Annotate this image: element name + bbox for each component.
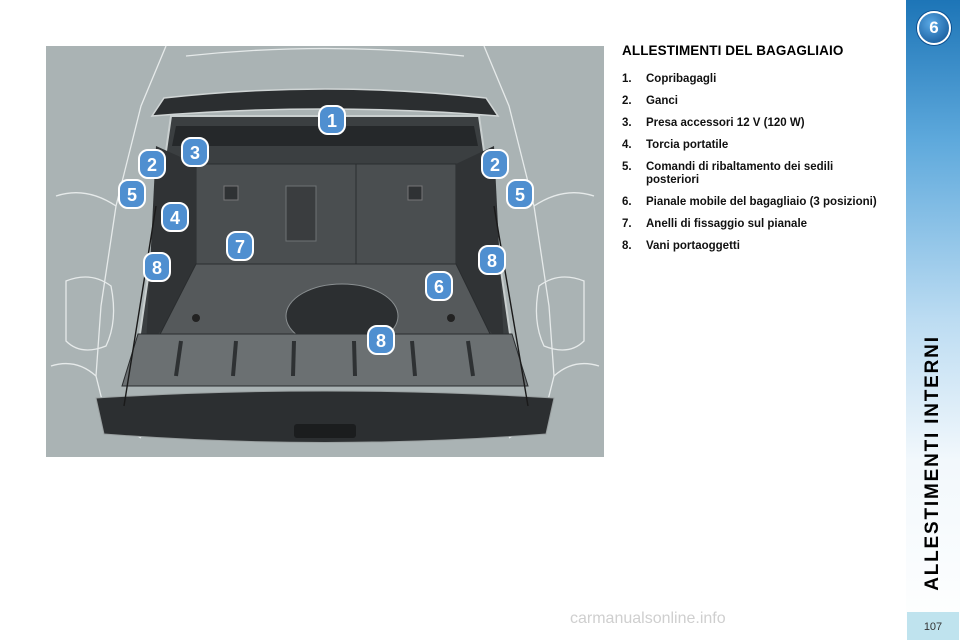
floor-ring: [447, 314, 455, 322]
shelf-shadow: [172, 126, 478, 146]
parcel-shelf: [150, 88, 500, 117]
legend-item: 8. Vani portaoggetti: [622, 240, 882, 253]
legend-number: 6.: [622, 196, 632, 208]
legend-item: 1. Copribagagli: [622, 73, 882, 86]
callout-5-left: 5: [118, 179, 146, 209]
legend-number: 2.: [622, 95, 632, 107]
callout-7: 7: [226, 231, 254, 261]
callout-2-right-label: 2: [490, 155, 500, 175]
legend-label: Vani portaoggetti: [646, 240, 740, 252]
legend-number: 7.: [622, 218, 632, 230]
trunk-illustration: 1 2 3 2 5 4 5 7: [46, 46, 604, 457]
legend-list: 1. Copribagagli 2. Ganci 3. Presa accessori…: [622, 73, 882, 253]
legend-label: Pianale mobile del bagagliaio (3 posizio…: [646, 196, 877, 208]
callout-5-right: 5: [506, 179, 534, 209]
legend-label: Anelli di fissaggio sul pianale: [646, 218, 808, 230]
legend-number: 5.: [622, 161, 632, 173]
legend-number: 3.: [622, 117, 632, 129]
watermark-text: carmanualsonline.info: [570, 610, 726, 627]
callout-3: 3: [181, 137, 209, 167]
seat-latch-right: [407, 185, 423, 201]
callout-2-left: 2: [138, 149, 166, 179]
floor-ring: [192, 314, 200, 322]
callout-5-right-label: 5: [515, 185, 525, 205]
callout-8-left-label: 8: [152, 258, 162, 278]
chapter-title: ALLESTIMENTI INTERNI: [922, 335, 943, 591]
callout-7-label: 7: [235, 237, 245, 257]
seat-latch-left: [223, 185, 239, 201]
legend-item: 4. Torcia portatile: [622, 139, 882, 152]
callout-2-left-label: 2: [147, 155, 157, 175]
legend-label: Ganci: [646, 95, 678, 107]
callout-8-right: 8: [478, 245, 506, 275]
callout-6: 6: [425, 271, 453, 301]
callout-1-label: 1: [327, 111, 337, 131]
legend-label: Torcia portatile: [646, 139, 729, 151]
callout-3-label: 3: [190, 143, 200, 163]
rear-bumper: [95, 390, 555, 443]
legend-panel: ALLESTIMENTI DEL BAGAGLIAIO 1. Copribagag…: [622, 44, 882, 262]
page-number: 107: [907, 612, 959, 640]
callout-1: 1: [318, 105, 346, 135]
chapter-sidebar: [906, 0, 960, 640]
seat-pocket: [285, 185, 317, 242]
callout-8-center: 8: [367, 325, 395, 355]
legend-item: 7. Anelli di fissaggio sul pianale: [622, 218, 882, 231]
callout-2-right: 2: [481, 149, 509, 179]
legend-label: Copribagagli: [646, 73, 717, 85]
callout-4: 4: [161, 202, 189, 232]
legend-item: 6. Pianale mobile del bagagliaio (3 posiz…: [622, 196, 882, 209]
legend-number: 4.: [622, 139, 632, 151]
legend-item: 2. Ganci: [622, 95, 882, 108]
seatback-left: [195, 163, 357, 265]
chapter-number-badge: 6: [917, 11, 951, 45]
section-title: ALLESTIMENTI DEL BAGAGLIAIO: [622, 43, 844, 58]
callout-8-right-label: 8: [487, 251, 497, 271]
seatback-right: [355, 163, 457, 265]
sill-grooves: [174, 340, 475, 377]
callout-5-left-label: 5: [127, 185, 137, 205]
legend-number: 8.: [622, 240, 632, 252]
callout-4-label: 4: [170, 208, 180, 228]
legend-label: Comandi di ribaltamento dei sedili poste…: [646, 161, 834, 186]
legend-number: 1.: [622, 73, 632, 85]
leader-lines: [123, 205, 529, 407]
legend-label: Presa accessori 12 V (120 W): [646, 117, 805, 129]
callout-8-left: 8: [143, 252, 171, 282]
legend-item: 3. Presa accessori 12 V (120 W): [622, 117, 882, 130]
legend-item: 5. Comandi di ribaltamento dei sedili pos…: [622, 161, 882, 187]
license-light: [294, 424, 356, 438]
callout-8-center-label: 8: [376, 331, 386, 351]
callout-6-label: 6: [434, 277, 444, 297]
